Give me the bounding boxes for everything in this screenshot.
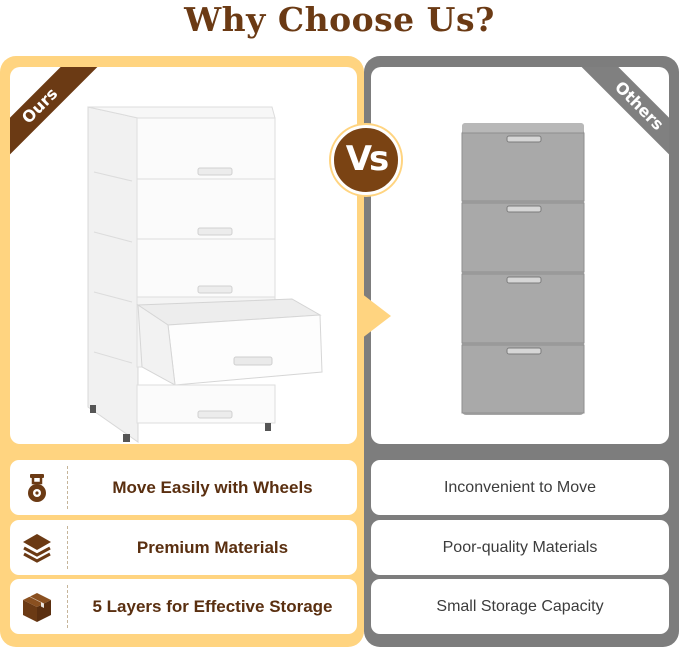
box-icon — [23, 593, 51, 622]
others-feature-label: Poor-quality Materials — [442, 539, 598, 556]
ours-feature-label: Move Easily with Wheels — [112, 478, 313, 497]
comparison-pointer — [357, 290, 391, 342]
others-feature-row: Poor-quality Materials — [371, 520, 669, 575]
layers-icon — [23, 534, 51, 563]
others-product-photo: Others — [371, 67, 669, 444]
others-feature-label: Inconvenient to Move — [443, 479, 597, 496]
ours-feature-row: Premium Materials — [10, 520, 357, 575]
row-divider — [67, 526, 68, 569]
others-feature-label: Small Storage Capacity — [436, 598, 604, 615]
page-title: Why Choose Us? — [184, 0, 495, 39]
ours-panel: Ours — [0, 56, 364, 647]
vs-badge: Vs — [331, 125, 401, 195]
ours-feature-row: 5 Layers for Effective Storage — [10, 579, 357, 634]
white-drawer-cabinet-image — [87, 106, 323, 443]
others-panel: Others Inconvenient to Move Poor-quality… — [364, 56, 679, 647]
ours-feature-label: Premium Materials — [136, 538, 289, 557]
grey-drawer-cabinet-image — [461, 123, 585, 415]
others-feature-row: Small Storage Capacity — [371, 579, 669, 634]
row-divider — [67, 466, 68, 509]
ours-product-photo: Ours — [10, 67, 357, 444]
row-divider — [67, 585, 68, 628]
caster-wheel-icon — [28, 474, 46, 502]
ours-feature-row: Move Easily with Wheels — [10, 460, 357, 515]
ours-feature-label: 5 Layers for Effective Storage — [92, 597, 333, 616]
others-feature-row: Inconvenient to Move — [371, 460, 669, 515]
